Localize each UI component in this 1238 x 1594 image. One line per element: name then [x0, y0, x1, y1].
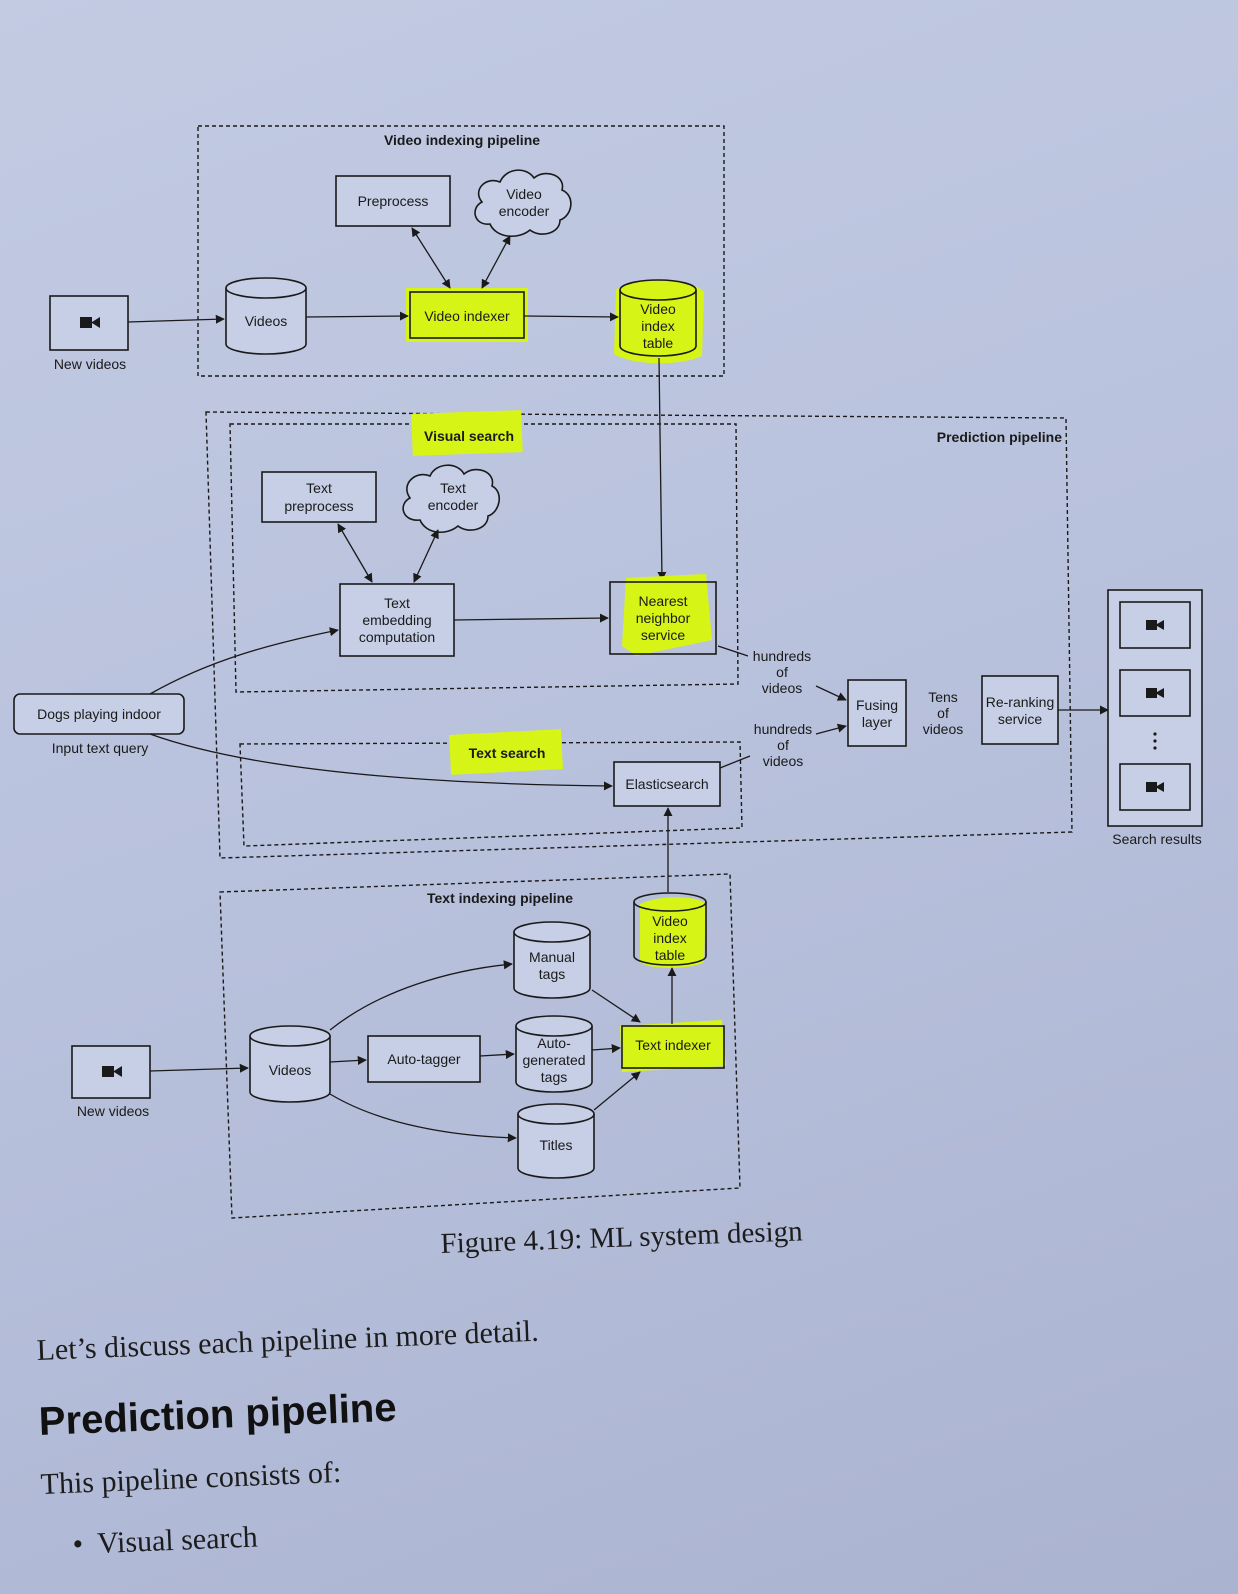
svg-text:table: table: [655, 947, 686, 963]
text-encoder-node: Text encoder: [402, 464, 500, 533]
svg-text:Text: Text: [306, 480, 332, 496]
video-camera-icon: [102, 1066, 122, 1077]
svg-text:of: of: [777, 737, 789, 753]
svg-text:index: index: [641, 318, 674, 334]
svg-text:generated: generated: [522, 1052, 585, 1068]
new-videos-node: New videos: [49, 295, 129, 372]
svg-text:New videos: New videos: [54, 356, 126, 372]
video-camera-icon: [1146, 782, 1164, 792]
svg-text:Video: Video: [652, 913, 688, 929]
text-preprocess-node: Text preprocess: [261, 471, 377, 523]
visual-search-highlight: [411, 410, 523, 456]
svg-text:videos: videos: [923, 721, 963, 737]
visual-search-group: [229, 423, 739, 693]
text-indexing-pipeline-group: [219, 873, 741, 1219]
titles-node: Titles: [517, 1103, 595, 1179]
svg-text:hundreds: hundreds: [754, 721, 812, 737]
svg-text:Text indexer: Text indexer: [635, 1037, 711, 1053]
video-camera-icon: [80, 317, 100, 328]
svg-text:Manual: Manual: [529, 949, 575, 965]
svg-text:service: service: [641, 627, 686, 643]
fusing-layer-node: Fusing layer: [847, 679, 907, 747]
section-heading: Prediction pipeline: [38, 1385, 398, 1444]
svg-text:index: index: [653, 930, 686, 946]
svg-text:Tens: Tens: [928, 689, 958, 705]
svg-text:Text: Text: [440, 480, 466, 496]
elasticsearch-node: Elasticsearch: [613, 761, 721, 807]
text-indexer-node: Text indexer: [620, 1020, 726, 1072]
svg-text:of: of: [937, 705, 949, 721]
svg-text:Search results: Search results: [1112, 831, 1201, 847]
auto-generated-tags-node: Auto- generated tags: [515, 1015, 593, 1093]
svg-text:New videos: New videos: [77, 1103, 149, 1119]
vertical-ellipsis-icon: [1153, 732, 1157, 750]
svg-text:of: of: [776, 664, 788, 680]
svg-text:Video: Video: [506, 186, 542, 202]
svg-text:Elasticsearch: Elasticsearch: [625, 776, 708, 792]
ml-system-diagram: Video indexing pipeline New videos Video…: [13, 125, 1203, 1219]
preprocess-node: Preprocess: [335, 175, 451, 227]
videos-storage-node: Videos: [249, 1025, 331, 1103]
tens-of-videos-label: Tens of videos: [923, 689, 963, 737]
text-indexing-pipeline-title: Text indexing pipeline: [427, 890, 573, 906]
svg-text:preprocess: preprocess: [284, 498, 353, 514]
svg-text:Nearest: Nearest: [638, 593, 687, 609]
svg-text:tags: tags: [541, 1069, 567, 1085]
video-indexing-pipeline-group: [197, 125, 725, 377]
new-videos-node: New videos: [71, 1045, 151, 1119]
svg-text:Dogs playing indoor: Dogs playing indoor: [37, 706, 161, 722]
bullet-text: Visual search: [96, 1520, 259, 1560]
svg-text:Videos: Videos: [269, 1062, 312, 1078]
svg-text:service: service: [998, 711, 1043, 727]
svg-text:embedding: embedding: [362, 612, 431, 628]
input-text-query-node: Dogs playing indoor Input text query: [13, 693, 185, 756]
video-indexer-node: Video indexer: [406, 288, 528, 342]
svg-text:encoder: encoder: [428, 497, 479, 513]
video-indexing-pipeline-title: Video indexing pipeline: [384, 132, 540, 148]
text-embedding-computation-node: Text embedding computation: [339, 583, 455, 657]
svg-text:Re-ranking: Re-ranking: [986, 694, 1054, 710]
text-search-highlight: [449, 729, 563, 775]
svg-text:Preprocess: Preprocess: [358, 193, 429, 209]
video-camera-icon: [1146, 620, 1164, 630]
svg-text:Auto-: Auto-: [537, 1035, 571, 1051]
svg-text:tags: tags: [539, 966, 565, 982]
intro-paragraph: Let’s discuss each pipeline in more deta…: [36, 1314, 540, 1367]
visual-search-title: Visual search: [424, 428, 514, 444]
svg-text:Text: Text: [384, 595, 410, 611]
search-results-node: Search results: [1107, 589, 1203, 847]
videos-storage-node: Videos: [225, 277, 307, 355]
svg-text:Video indexer: Video indexer: [424, 308, 510, 324]
svg-text:encoder: encoder: [499, 203, 550, 219]
prediction-pipeline-title: Prediction pipeline: [937, 429, 1062, 445]
svg-text:neighbor: neighbor: [636, 610, 691, 626]
svg-text:table: table: [643, 335, 674, 351]
svg-text:Videos: Videos: [245, 313, 288, 329]
text-search-title: Text search: [469, 745, 546, 761]
section-paragraph: This pipeline consists of:: [40, 1455, 342, 1501]
video-index-table-node: Video index table: [614, 279, 704, 364]
svg-text:layer: layer: [862, 714, 893, 730]
hundreds-of-videos-label: hundreds of videos: [754, 721, 812, 769]
manual-tags-node: Manual tags: [513, 921, 591, 999]
svg-text:Auto-tagger: Auto-tagger: [387, 1051, 460, 1067]
video-index-table-node: Video index table: [633, 892, 707, 968]
svg-text:videos: videos: [762, 680, 802, 696]
video-encoder-node: Video encoder: [474, 169, 572, 237]
auto-tagger-node: Auto-tagger: [367, 1035, 481, 1083]
svg-text:Fusing: Fusing: [856, 697, 898, 713]
prediction-pipeline-group: [205, 411, 1073, 859]
svg-text:hundreds: hundreds: [753, 648, 811, 664]
svg-text:Video: Video: [640, 301, 676, 317]
reranking-service-node: Re-ranking service: [981, 675, 1059, 745]
svg-text:computation: computation: [359, 629, 435, 645]
svg-text:videos: videos: [763, 753, 803, 769]
nearest-neighbor-service-node: Nearest neighbor service: [609, 574, 717, 656]
hundreds-of-videos-label: hundreds of videos: [753, 648, 811, 696]
video-camera-icon: [1146, 688, 1164, 698]
bullet-item: •Visual search: [72, 1520, 259, 1561]
svg-text:Titles: Titles: [540, 1137, 573, 1153]
svg-text:Input text query: Input text query: [52, 740, 149, 756]
